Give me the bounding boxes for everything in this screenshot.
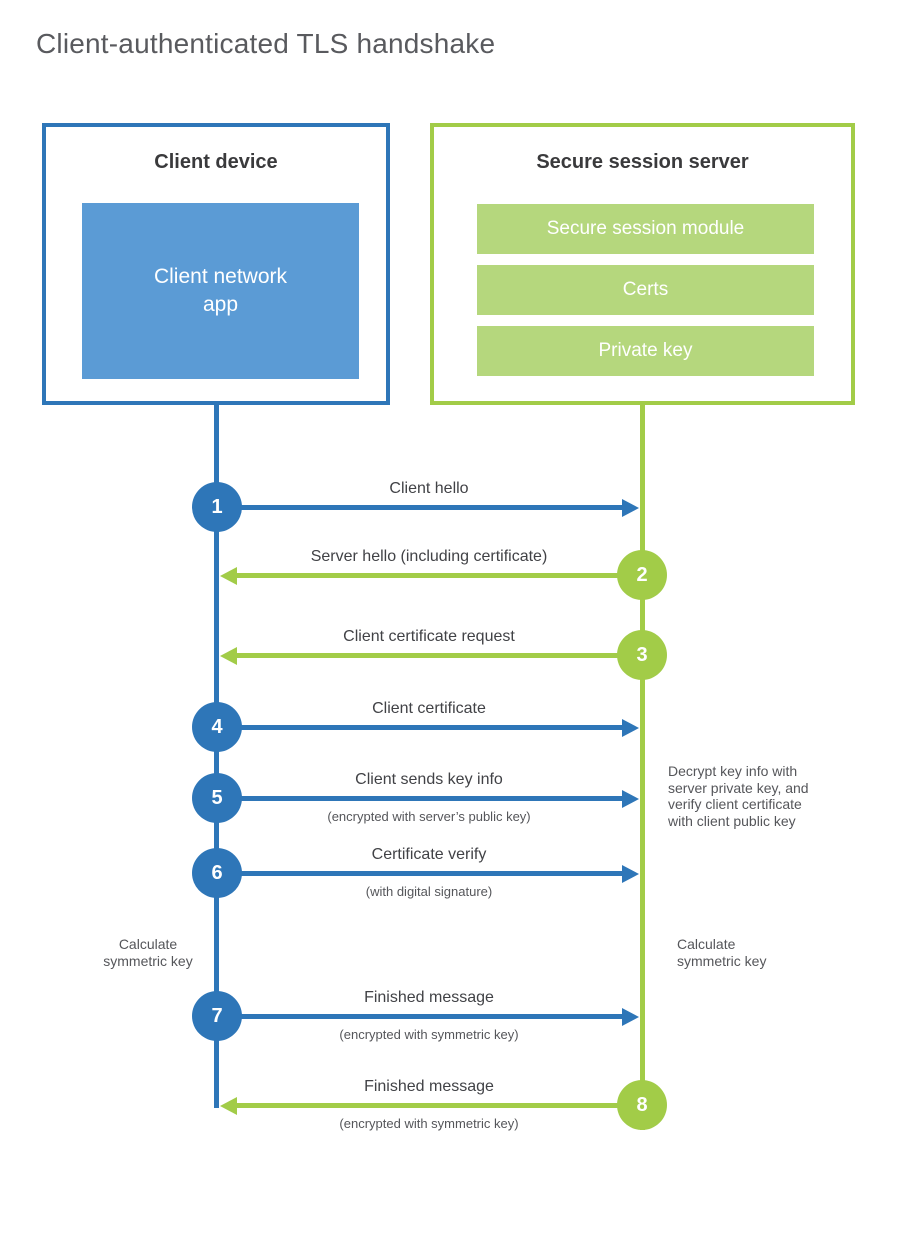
step-3-arrowhead-icon <box>220 647 237 665</box>
step-8-message-subtext: (encrypted with symmetric key) <box>339 1116 519 1131</box>
calc-left-line2: symmetric key <box>103 952 193 969</box>
client-app-label-line1: Client network <box>153 265 288 288</box>
step-6-arrow <box>217 871 622 876</box>
step-4-number-badge: 4 <box>192 702 242 752</box>
client-device-title: Client device <box>154 151 278 173</box>
server-calculate-key-note: Calculate symmetric key <box>677 936 817 969</box>
calc-left-line1: Calculate <box>118 936 178 952</box>
step-1-arrow <box>217 505 622 510</box>
decrypt-note-line1: Decrypt key info with <box>668 763 798 779</box>
step-3-arrow <box>236 653 642 658</box>
step-4-arrowhead-icon <box>622 719 639 737</box>
step-8-number-badge: 8 <box>617 1080 667 1130</box>
client-calculate-key-note: Calculate symmetric key <box>78 936 218 969</box>
step-8-message-label: Finished message <box>364 1078 494 1095</box>
step-2-number-badge: 2 <box>617 550 667 600</box>
step-7-arrow <box>217 1014 622 1019</box>
step-6-number-badge: 6 <box>192 848 242 898</box>
page-title: Client-authenticated TLS handshake <box>36 28 496 59</box>
client-device-box: Client device Client network app <box>42 123 390 405</box>
step-5-arrowhead-icon <box>622 790 639 808</box>
server-lifeline <box>640 405 645 1130</box>
decrypt-note-line3: verify client certificate <box>668 796 802 812</box>
step-8-arrow <box>236 1103 642 1108</box>
step-7-message-label: Finished message <box>364 989 494 1006</box>
step-2-message-label: Server hello (including certificate) <box>310 548 548 565</box>
step-2-arrow <box>236 573 642 578</box>
step-5-message-label: Client sends key info <box>355 771 503 788</box>
step-6-message-subtext: (with digital signature) <box>365 884 493 899</box>
step-5-number-badge: 5 <box>192 773 242 823</box>
step-5-arrow <box>217 796 622 801</box>
server-title: Secure session server <box>536 151 749 173</box>
step-3-number-badge: 3 <box>617 630 667 680</box>
server-certs-bar: Certs <box>477 265 814 315</box>
step-8-arrowhead-icon <box>220 1097 237 1115</box>
calc-right-line2: symmetric key <box>677 952 767 969</box>
decrypt-note-line4: with client public key <box>668 812 796 829</box>
step-4-message-label: Client certificate <box>372 700 486 717</box>
server-private-key-bar: Private key <box>477 326 814 376</box>
secure-session-server-box: Secure session server Secure session mod… <box>430 123 855 405</box>
step-7-arrowhead-icon <box>622 1008 639 1026</box>
decrypt-note-line2: server private key, and <box>668 779 809 796</box>
step-4-arrow <box>217 725 622 730</box>
client-app-label-line2: app <box>202 293 239 316</box>
step-6-message-label: Certificate verify <box>371 846 487 863</box>
step-1-number-badge: 1 <box>192 482 242 532</box>
step-1-message-label: Client hello <box>389 480 469 497</box>
server-module-bar: Secure session module <box>477 204 814 254</box>
step-5-message-subtext: (encrypted with server’s public key) <box>327 809 531 824</box>
step-3-message-label: Client certificate request <box>343 628 515 645</box>
step-7-message-subtext: (encrypted with symmetric key) <box>339 1027 519 1042</box>
calc-right-line1: Calculate <box>677 936 736 952</box>
step-2-arrowhead-icon <box>220 567 237 585</box>
step-6-arrowhead-icon <box>622 865 639 883</box>
client-network-app-box: Client network app <box>82 203 359 379</box>
client-lifeline <box>214 405 219 1108</box>
step-1-arrowhead-icon <box>622 499 639 517</box>
step-7-number-badge: 7 <box>192 991 242 1041</box>
server-decrypt-note: Decrypt key info with server private key… <box>668 763 843 829</box>
